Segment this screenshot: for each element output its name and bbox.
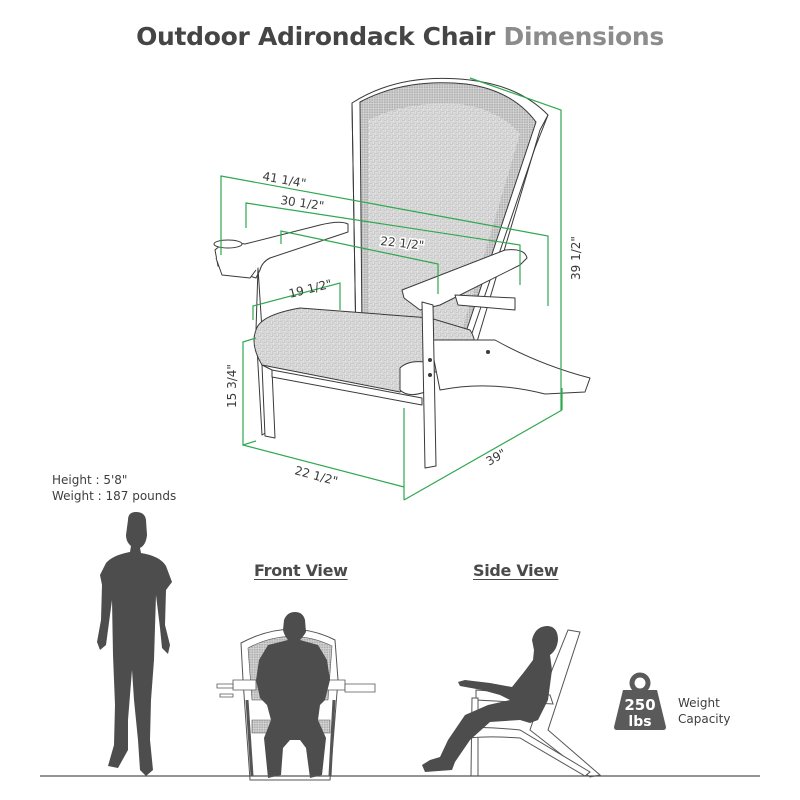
- front-view-drawing: [216, 612, 376, 781]
- page-title: Outdoor Adirondack Chair Dimensions: [0, 22, 800, 51]
- person-weight: Weight : 187 pounds: [52, 488, 176, 504]
- weight-label: Weight: [52, 489, 94, 503]
- capacity-label-line2: Capacity: [678, 712, 731, 726]
- dim-armrest-width: 30 1/2": [280, 193, 325, 213]
- title-secondary: Dimensions: [503, 22, 665, 51]
- main-chair-drawing: [213, 77, 591, 469]
- dim-seat-width: 22 1/2": [293, 463, 339, 488]
- person-height: Height : 5'8": [52, 472, 176, 488]
- dim-seat-depth: 19 1/2": [287, 277, 333, 301]
- height-value: : 5'8": [95, 473, 128, 487]
- dim-back-width: 22 1/2": [380, 234, 425, 253]
- weight-value: : 187 pounds: [97, 489, 177, 503]
- standing-person-silhouette: [97, 512, 172, 776]
- side-view-label: Side View: [473, 561, 559, 580]
- weight-icon: 250 lbs: [614, 672, 666, 730]
- dim-seat-height: 15 3/4": [225, 364, 239, 408]
- capacity-label: Weight Capacity: [678, 695, 730, 727]
- front-view-label: Front View: [254, 561, 348, 580]
- title-primary: Outdoor Adirondack Chair: [136, 22, 496, 51]
- dim-overall-depth: 39": [484, 446, 509, 469]
- height-label: Height: [52, 473, 92, 487]
- side-view-drawing: [422, 626, 602, 778]
- capacity-label-line1: Weight: [678, 696, 720, 710]
- capacity-unit: lbs: [628, 714, 651, 730]
- person-info: Height : 5'8" Weight : 187 pounds: [52, 472, 176, 504]
- dim-overall-height: 39 1/2": [569, 236, 583, 280]
- dimension-lines: [220, 77, 563, 501]
- capacity-amount: 250: [624, 696, 655, 714]
